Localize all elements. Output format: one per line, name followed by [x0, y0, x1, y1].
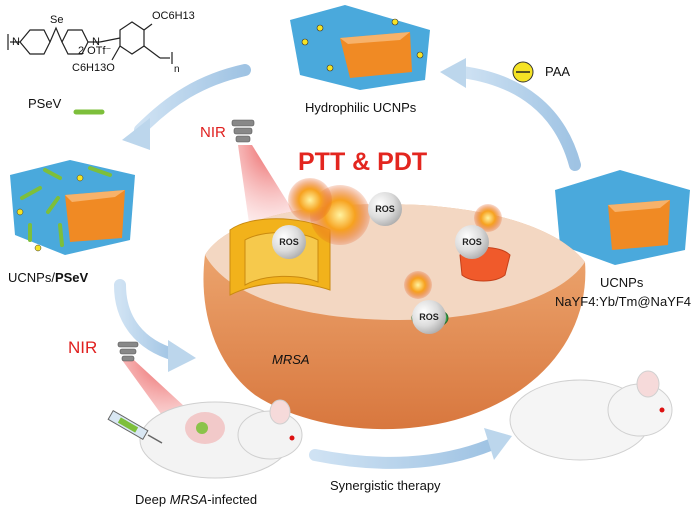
ucnp-psev-composite — [10, 160, 135, 255]
laser-head-top — [231, 119, 255, 143]
laser-head-left — [117, 341, 139, 362]
ros-bubble: ROS — [412, 300, 446, 334]
psev-label: PSeV — [28, 96, 62, 111]
counter-ion-label: 2 OTf⁻ — [78, 45, 112, 57]
deep-prefix: Deep — [135, 492, 170, 507]
paa-legend — [512, 61, 534, 83]
ucnps-formula-label: NaYF4:Yb/Tm@NaYF4 — [555, 294, 692, 309]
arrow-paa-to-hydrophilic — [456, 66, 581, 171]
formula-n-right: N — [92, 36, 100, 48]
ros-bubble: ROS — [368, 192, 402, 226]
ucnps-psev-prefix: UCNPs/ — [8, 270, 55, 285]
ucnps-label: UCNPs — [600, 275, 644, 290]
arrow-composite-to-mouse — [114, 279, 181, 361]
arrow-head-3 — [168, 340, 196, 372]
formula-oc6h13: OC6H13 — [152, 10, 195, 22]
arrow-head-4 — [484, 428, 512, 460]
formula-n-left: N — [12, 36, 20, 48]
hydrophilic-ucnp — [290, 5, 430, 90]
syringe — [107, 409, 163, 444]
nir-beam-top — [238, 145, 305, 230]
formula-se: Se — [50, 14, 64, 26]
formula-c6h13o: C6H13O — [72, 62, 115, 74]
arrow-head-1 — [122, 118, 150, 150]
deep-suffix: -infected — [207, 492, 258, 507]
arrow-head-2 — [440, 58, 466, 88]
formula-n-subscript: n — [174, 64, 180, 75]
synergistic-label: Synergistic therapy — [330, 478, 441, 493]
hydrophilic-ucnps-label: Hydrophilic UCNPs — [305, 100, 417, 115]
psev-structure — [7, 21, 173, 64]
ros-bubble: ROS — [455, 225, 489, 259]
ucnps-psev-label: UCNPs/PSeV — [8, 270, 88, 285]
deep-italic: MRSA — [169, 492, 208, 507]
paa-dots — [301, 18, 424, 72]
deep-mrsa-label: Deep MRSA-infected — [135, 492, 257, 507]
ucnp-bare — [555, 170, 690, 265]
paa-label: PAA — [545, 64, 571, 79]
arrow-synergistic — [309, 439, 496, 469]
mouse-healthy — [509, 370, 673, 461]
mrsa-label: MRSA — [272, 352, 310, 367]
arrow-psev-to-composite — [134, 64, 251, 136]
nir-left-label: NIR — [68, 338, 98, 357]
mouse-infected — [139, 399, 303, 479]
nir-top-label: NIR — [200, 124, 226, 141]
ptt-pdt-title: PTT & PDT — [298, 148, 428, 176]
ucnps-psev-bold: PSeV — [54, 270, 89, 285]
ros-bubble: ROS — [272, 225, 306, 259]
